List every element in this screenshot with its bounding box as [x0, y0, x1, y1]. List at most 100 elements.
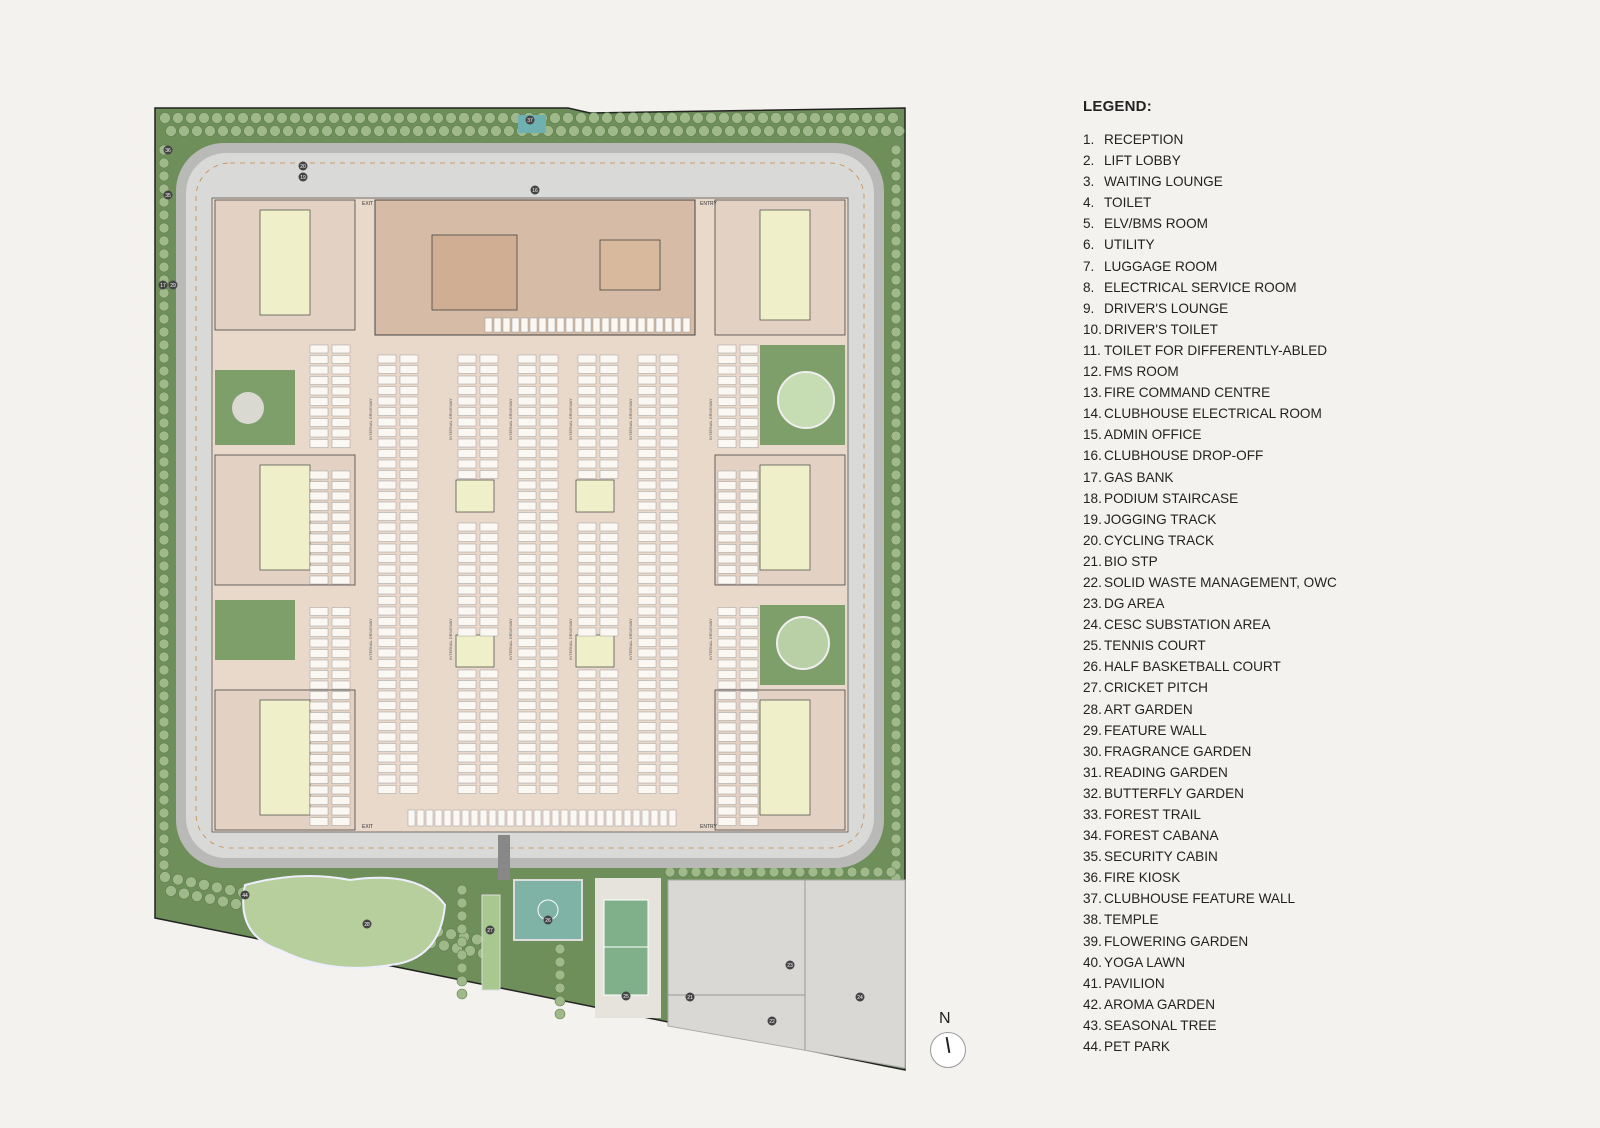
parking-stall	[479, 701, 499, 710]
tree-icon	[456, 975, 468, 987]
tree-icon	[890, 729, 902, 741]
parking-stall	[739, 712, 759, 721]
art-garden	[242, 875, 447, 969]
parking-stall	[659, 428, 679, 437]
legend-number: 1.	[1083, 132, 1095, 147]
legend-label: SOLID WASTE MANAGEMENT, OWC	[1104, 574, 1337, 590]
tree-icon	[549, 112, 561, 124]
legend-number: 3.	[1083, 174, 1095, 190]
legend-label: FMS ROOM	[1104, 364, 1179, 380]
parking-stall	[399, 554, 419, 563]
parking-stall	[659, 606, 679, 616]
parking-stall	[331, 701, 351, 711]
parking-stall	[577, 585, 597, 595]
internal-driveway-label: INTERNAL DRIVEWAY	[568, 618, 573, 660]
parking-stall	[577, 365, 597, 374]
parking-grid	[309, 317, 759, 827]
legend-number: 21.	[1083, 553, 1102, 569]
tree-icon	[185, 876, 197, 889]
legend-label: CLUBHOUSE FEATURE WALL	[1104, 891, 1296, 907]
tree-icon	[158, 248, 170, 260]
legend-label: GAS BANK	[1104, 469, 1174, 485]
parking-stall	[399, 438, 419, 448]
marker-badge	[163, 190, 173, 200]
parking-stall	[331, 638, 351, 648]
tower-core	[759, 699, 811, 816]
clubhouse-hall	[431, 234, 518, 311]
parking-stall	[517, 690, 537, 700]
parking-stall	[517, 659, 537, 668]
parking-stall	[717, 775, 737, 784]
parking-stall	[739, 386, 759, 396]
parking-stall	[659, 554, 679, 563]
parking-stall	[479, 533, 499, 542]
internal-driveway-label: INTERNAL DRIVEWAY	[508, 398, 513, 440]
parking-stall	[659, 659, 679, 668]
tree-icon	[872, 866, 884, 878]
parking-stall	[539, 606, 559, 616]
parking-stall	[399, 396, 419, 406]
parking-stall	[659, 354, 679, 364]
tree-icon	[859, 866, 871, 878]
parking-stall	[517, 491, 537, 500]
lift-core	[455, 634, 495, 668]
tower-core	[259, 209, 311, 316]
tree-icon	[328, 112, 340, 124]
tree-icon	[890, 378, 902, 390]
legend-label: DRIVER'S LOUNGE	[1104, 300, 1229, 316]
parking-stall	[399, 491, 419, 500]
marker-number: 26	[545, 918, 551, 924]
legend-label: LIFT LOBBY	[1104, 153, 1181, 169]
parking-stall	[717, 418, 737, 427]
legend-label: PAVILION	[1104, 975, 1165, 991]
tree-icon	[158, 391, 170, 403]
tree-icon	[158, 586, 170, 598]
parking-stall	[599, 680, 619, 689]
parking-stall	[659, 596, 679, 605]
parking-stall	[637, 449, 657, 458]
legend-label: TEMPLE	[1104, 912, 1159, 928]
parking-stall	[457, 743, 477, 752]
tree-icon	[890, 612, 902, 624]
legend-label: CLUBHOUSE DROP-OFF	[1104, 448, 1264, 464]
parking-stall	[399, 648, 419, 658]
tree-icon	[809, 112, 821, 124]
tree-icon	[685, 125, 697, 137]
parking-stall	[717, 533, 737, 543]
legend-item: 40.YOGA LAWN	[1083, 952, 1337, 973]
tree-icon	[158, 313, 170, 325]
parking-stall	[599, 722, 619, 731]
legend-number: 34.	[1083, 828, 1102, 844]
parking-stall	[717, 428, 737, 438]
parking-stall	[377, 533, 397, 542]
parking-stall	[517, 617, 537, 626]
parking-stall	[577, 764, 597, 773]
parking-stall	[309, 722, 329, 732]
parking-stall	[599, 690, 619, 700]
parking-stall	[659, 774, 679, 784]
parking-stall	[577, 407, 597, 416]
tree-icon	[158, 521, 170, 533]
parking-stall	[331, 733, 351, 742]
tower-core	[759, 464, 811, 571]
parking-stall	[583, 317, 592, 333]
cricket-pitch	[481, 894, 501, 991]
parking-stall	[539, 449, 559, 458]
parking-stall	[659, 680, 679, 689]
parking-stall	[331, 502, 351, 511]
legend-label: CRICKET PITCH	[1104, 680, 1208, 696]
tree-icon	[158, 508, 170, 520]
legend-item: 2.LIFT LOBBY	[1083, 150, 1337, 171]
legend-number: 38.	[1083, 912, 1102, 928]
parking-stall	[739, 785, 759, 795]
parking-stall	[309, 617, 329, 627]
tree-icon	[755, 866, 767, 878]
legend-item: 7.LUGGAGE ROOM	[1083, 256, 1337, 277]
parking-stall	[599, 764, 619, 773]
legend-number: 36.	[1083, 870, 1102, 886]
tree-icon	[890, 768, 902, 780]
parking-stall	[717, 470, 737, 480]
tree-icon	[890, 690, 902, 702]
parking-stall	[599, 585, 619, 595]
parking-stall	[637, 659, 657, 668]
